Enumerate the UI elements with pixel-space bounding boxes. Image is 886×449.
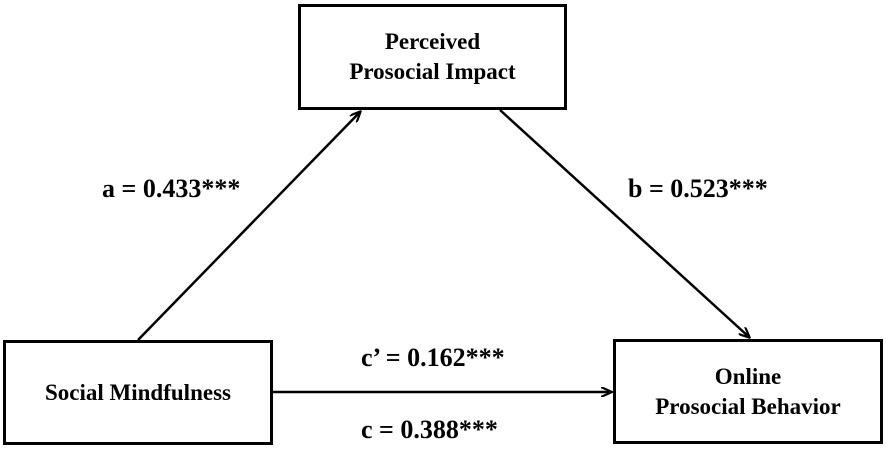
path-a-coefficient: a = 0.433***: [102, 174, 241, 203]
node-label-line: Prosocial Impact: [349, 59, 516, 84]
node-label-line: Online: [714, 363, 782, 389]
node-perceived-prosocial-impact: Perceived Prosocial Impact: [298, 4, 567, 110]
node-label-line: Prosocial Behavior: [655, 393, 841, 419]
node-label-line: Perceived: [384, 29, 481, 54]
path-c-prime-coefficient: c’ = 0.162***: [361, 343, 505, 372]
node-online-prosocial-behavior: Online Prosocial Behavior: [613, 339, 883, 444]
node-label-line: Social Mindfulness: [45, 379, 231, 405]
path-b-coefficient: b = 0.523***: [628, 174, 768, 203]
path-c-coefficient: c = 0.388***: [361, 415, 498, 444]
node-social-mindfulness: Social Mindfulness: [3, 340, 273, 445]
arrow-path-b: [499, 109, 749, 337]
arrow-path-a: [137, 112, 360, 341]
